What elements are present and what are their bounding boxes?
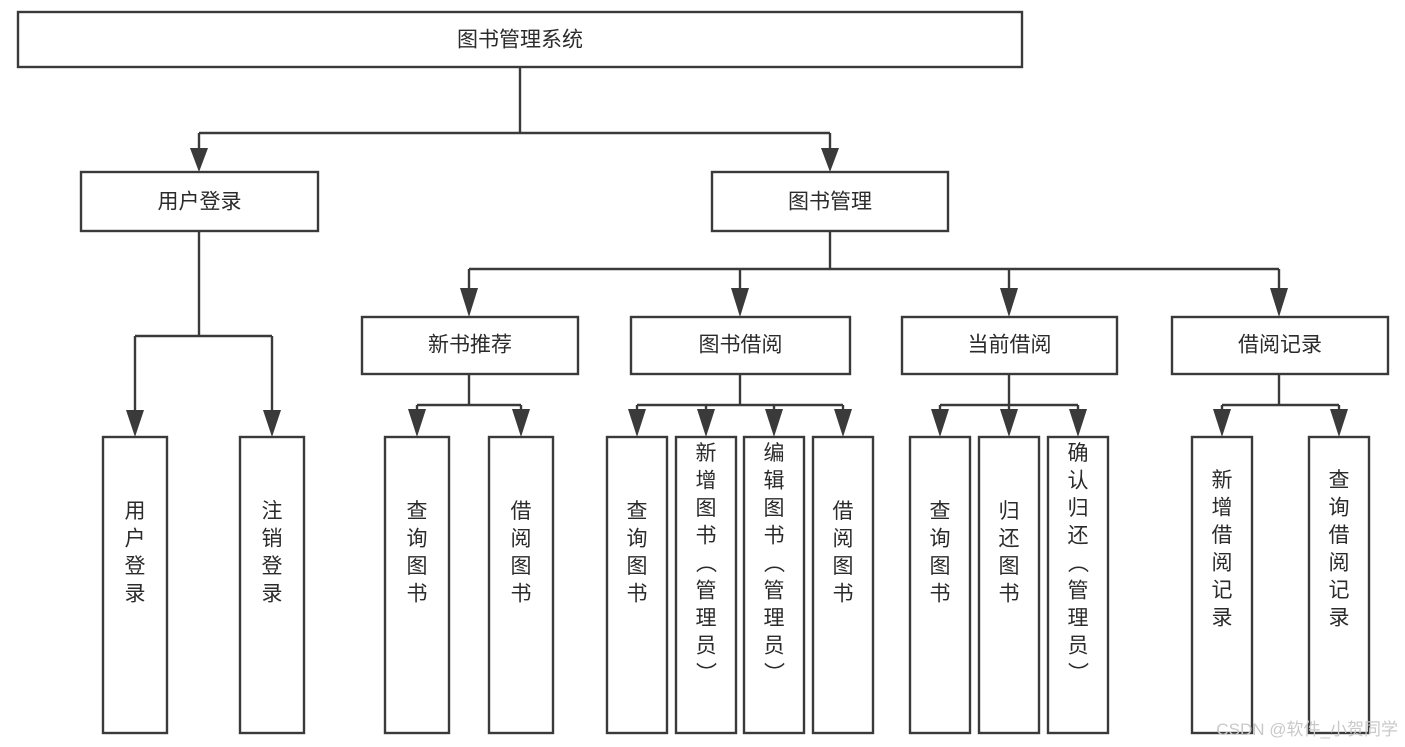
node-leaf-query-book-3-label: 查询图书: [930, 500, 951, 606]
node-leaf-user-login-label: 用户登录: [125, 500, 146, 606]
arrow-head-icon: [263, 410, 281, 437]
arrow-head-icon: [512, 409, 530, 437]
node-leaf-borrow-book-1-box[interactable]: [487, 435, 555, 735]
connector-group-book-manage: [460, 231, 1288, 317]
node-leaf-user-login-box[interactable]: [101, 435, 169, 735]
node-user-login-box[interactable]: [79, 170, 320, 233]
arrow-head-icon: [731, 288, 749, 317]
node-leaf-logout[interactable]: 注销登录: [238, 435, 306, 735]
node-leaf-add-book-label: 新增图书（管理员）: [696, 442, 718, 685]
arrow-head-icon: [1000, 409, 1018, 437]
node-leaf-borrow-book-2-box[interactable]: [811, 435, 875, 735]
node-root-box[interactable]: [16, 10, 1024, 69]
connector-group-borrow-record: [1213, 374, 1348, 437]
node-leaf-user-login[interactable]: 用户登录: [101, 435, 169, 735]
node-leaf-borrow-book-1[interactable]: 借阅图书: [487, 435, 555, 735]
node-book-borrow-label: 图书借阅: [699, 334, 783, 357]
node-leaf-query-book-2-box[interactable]: [605, 435, 669, 735]
node-leaf-query-book-1[interactable]: 查询图书: [383, 435, 451, 735]
node-leaf-return-book-label: 归还图书: [999, 500, 1020, 606]
node-leaf-add-book[interactable]: 新增图书（管理员）: [674, 435, 738, 735]
node-leaf-query-book-3[interactable]: 查询图书: [908, 435, 972, 735]
arrow-head-icon: [460, 288, 478, 317]
node-leaf-query-book-3-box[interactable]: [908, 435, 972, 735]
node-leaf-query-book-2[interactable]: 查询图书: [605, 435, 669, 735]
node-leaf-query-record-box[interactable]: [1307, 435, 1371, 735]
node-borrow-record[interactable]: 借阅记录: [1170, 315, 1390, 376]
connector-group-user-login: [126, 231, 281, 437]
node-current-borrow-label: 当前借阅: [968, 334, 1052, 357]
arrow-head-icon: [697, 409, 715, 437]
node-leaf-query-record[interactable]: 查询借阅记录: [1307, 435, 1371, 735]
node-user-login[interactable]: 用户登录: [79, 170, 320, 233]
arrow-head-icon: [1000, 288, 1018, 317]
node-leaf-edit-book-box[interactable]: [742, 435, 806, 735]
node-user-login-label: 用户登录: [158, 191, 242, 214]
arrow-head-icon: [1069, 409, 1087, 437]
node-leaf-return-book[interactable]: 归还图书: [977, 435, 1041, 735]
node-leaf-add-record-label: 新增借阅记录: [1212, 469, 1233, 630]
arrow-head-icon: [628, 409, 646, 437]
node-leaf-add-record-box[interactable]: [1190, 435, 1254, 735]
node-leaf-query-book-2-label: 查询图书: [627, 500, 648, 606]
arrow-head-icon: [126, 410, 144, 437]
node-leaf-confirm-return-box[interactable]: [1046, 435, 1110, 735]
node-borrow-record-label: 借阅记录: [1238, 334, 1322, 357]
connector-group-root: [190, 67, 839, 172]
node-borrow-record-box[interactable]: [1170, 315, 1390, 376]
node-leaf-logout-label: 注销登录: [262, 500, 283, 606]
arrow-head-icon: [1330, 409, 1348, 437]
node-leaf-query-record-label: 查询借阅记录: [1329, 469, 1350, 630]
node-leaf-query-book-1-box[interactable]: [383, 435, 451, 735]
node-leaf-confirm-return-label: 确认归还（管理员）: [1068, 442, 1090, 685]
node-leaf-edit-book-label: 编辑图书（管理员）: [764, 442, 786, 685]
node-book-manage-label: 图书管理: [788, 191, 872, 214]
node-leaf-return-book-box[interactable]: [977, 435, 1041, 735]
node-root[interactable]: 图书管理系统: [16, 10, 1024, 69]
node-leaf-borrow-book-2-label: 借阅图书: [833, 500, 854, 606]
node-root-label: 图书管理系统: [457, 29, 583, 52]
node-current-borrow[interactable]: 当前借阅: [900, 315, 1119, 376]
node-new-book-rec-label: 新书推荐: [428, 334, 512, 357]
node-book-borrow-box[interactable]: [629, 315, 852, 376]
node-leaf-confirm-return[interactable]: 确认归还（管理员）: [1046, 435, 1110, 735]
node-leaf-edit-book[interactable]: 编辑图书（管理员）: [742, 435, 806, 735]
node-leaf-borrow-book-2[interactable]: 借阅图书: [811, 435, 875, 735]
connector-group-book-borrow: [628, 374, 852, 437]
node-leaf-add-record[interactable]: 新增借阅记录: [1190, 435, 1254, 735]
node-book-manage-box[interactable]: [710, 170, 950, 233]
arrow-head-icon: [931, 409, 949, 437]
arrow-head-icon: [408, 409, 426, 437]
arrow-head-icon: [834, 409, 852, 437]
arrow-head-icon: [1270, 288, 1288, 317]
arrow-head-icon: [821, 148, 839, 172]
node-new-book-rec[interactable]: 新书推荐: [360, 315, 580, 376]
node-leaf-logout-box[interactable]: [238, 435, 306, 735]
node-leaf-borrow-book-1-label: 借阅图书: [511, 500, 532, 606]
watermark-label: CSDN @软件_小贺同学: [1216, 720, 1398, 739]
node-new-book-rec-box[interactable]: [360, 315, 580, 376]
node-book-manage[interactable]: 图书管理: [710, 170, 950, 233]
arrow-head-icon: [765, 409, 783, 437]
node-book-borrow[interactable]: 图书借阅: [629, 315, 852, 376]
arrow-head-icon: [190, 148, 208, 172]
node-current-borrow-box[interactable]: [900, 315, 1119, 376]
arrow-head-icon: [1213, 409, 1231, 437]
connector-group-new-book-rec: [408, 374, 530, 437]
node-leaf-add-book-box[interactable]: [674, 435, 738, 735]
node-leaf-query-book-1-label: 查询图书: [407, 500, 428, 606]
connector-group-current-borrow: [931, 374, 1087, 437]
